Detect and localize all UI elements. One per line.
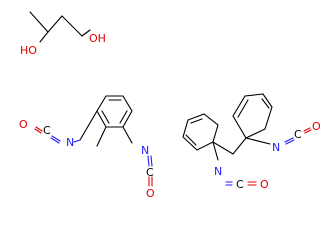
aromatic-bond [101, 110, 110, 124]
bond [61, 15, 83, 37]
structure-canvas: HO OH N C O N C O [19, 11, 321, 200]
bond [81, 29, 91, 37]
bond [122, 126, 133, 144]
propanediol: HO OH [20, 11, 106, 57]
nitrogen-label: N [66, 136, 74, 149]
bond [34, 128, 42, 134]
bond [285, 139, 295, 145]
carbon-label: C [294, 128, 302, 141]
carbon-label: C [43, 124, 51, 137]
oxygen-label: O [146, 187, 155, 200]
carbon-label: C [236, 178, 244, 191]
aromatic-bond [119, 110, 128, 124]
hydroxyl-label: OH [89, 32, 106, 45]
bond [51, 135, 61, 142]
bond [50, 137, 60, 144]
bond [245, 137, 271, 145]
bond [39, 31, 49, 43]
bond [150, 155, 153, 167]
bond [284, 137, 294, 143]
bond [212, 141, 219, 161]
double-bond [261, 98, 270, 109]
bond [47, 15, 63, 33]
carbon-label: C [146, 166, 154, 179]
nitrogen-label: N [141, 144, 149, 157]
toluene-diisocyanate: N C O N C O [19, 95, 155, 200]
bond [35, 126, 43, 132]
double-bond [190, 118, 203, 124]
oxygen-label: O [19, 118, 28, 131]
methyl-bond [96, 126, 107, 147]
methylene-bond [232, 137, 247, 155]
structures-svg: HO OH N C O N C O [19, 11, 321, 200]
double-bond [185, 134, 197, 146]
bond [73, 139, 81, 143]
bond [304, 129, 312, 134]
bond [29, 11, 49, 33]
bis-cyclohexadienyl-diisocyanate: N C O N C O [182, 93, 321, 191]
bond [79, 110, 98, 141]
methylene-bond [212, 141, 234, 155]
oxygen-label: O [312, 120, 321, 133]
double-bond [237, 99, 249, 118]
nitrogen-label: N [214, 165, 222, 178]
nitrogen-label: N [272, 141, 280, 154]
oxygen-label: O [260, 178, 269, 191]
hydroxyl-label: HO [20, 44, 37, 57]
bond [303, 127, 311, 132]
bond [147, 155, 150, 167]
